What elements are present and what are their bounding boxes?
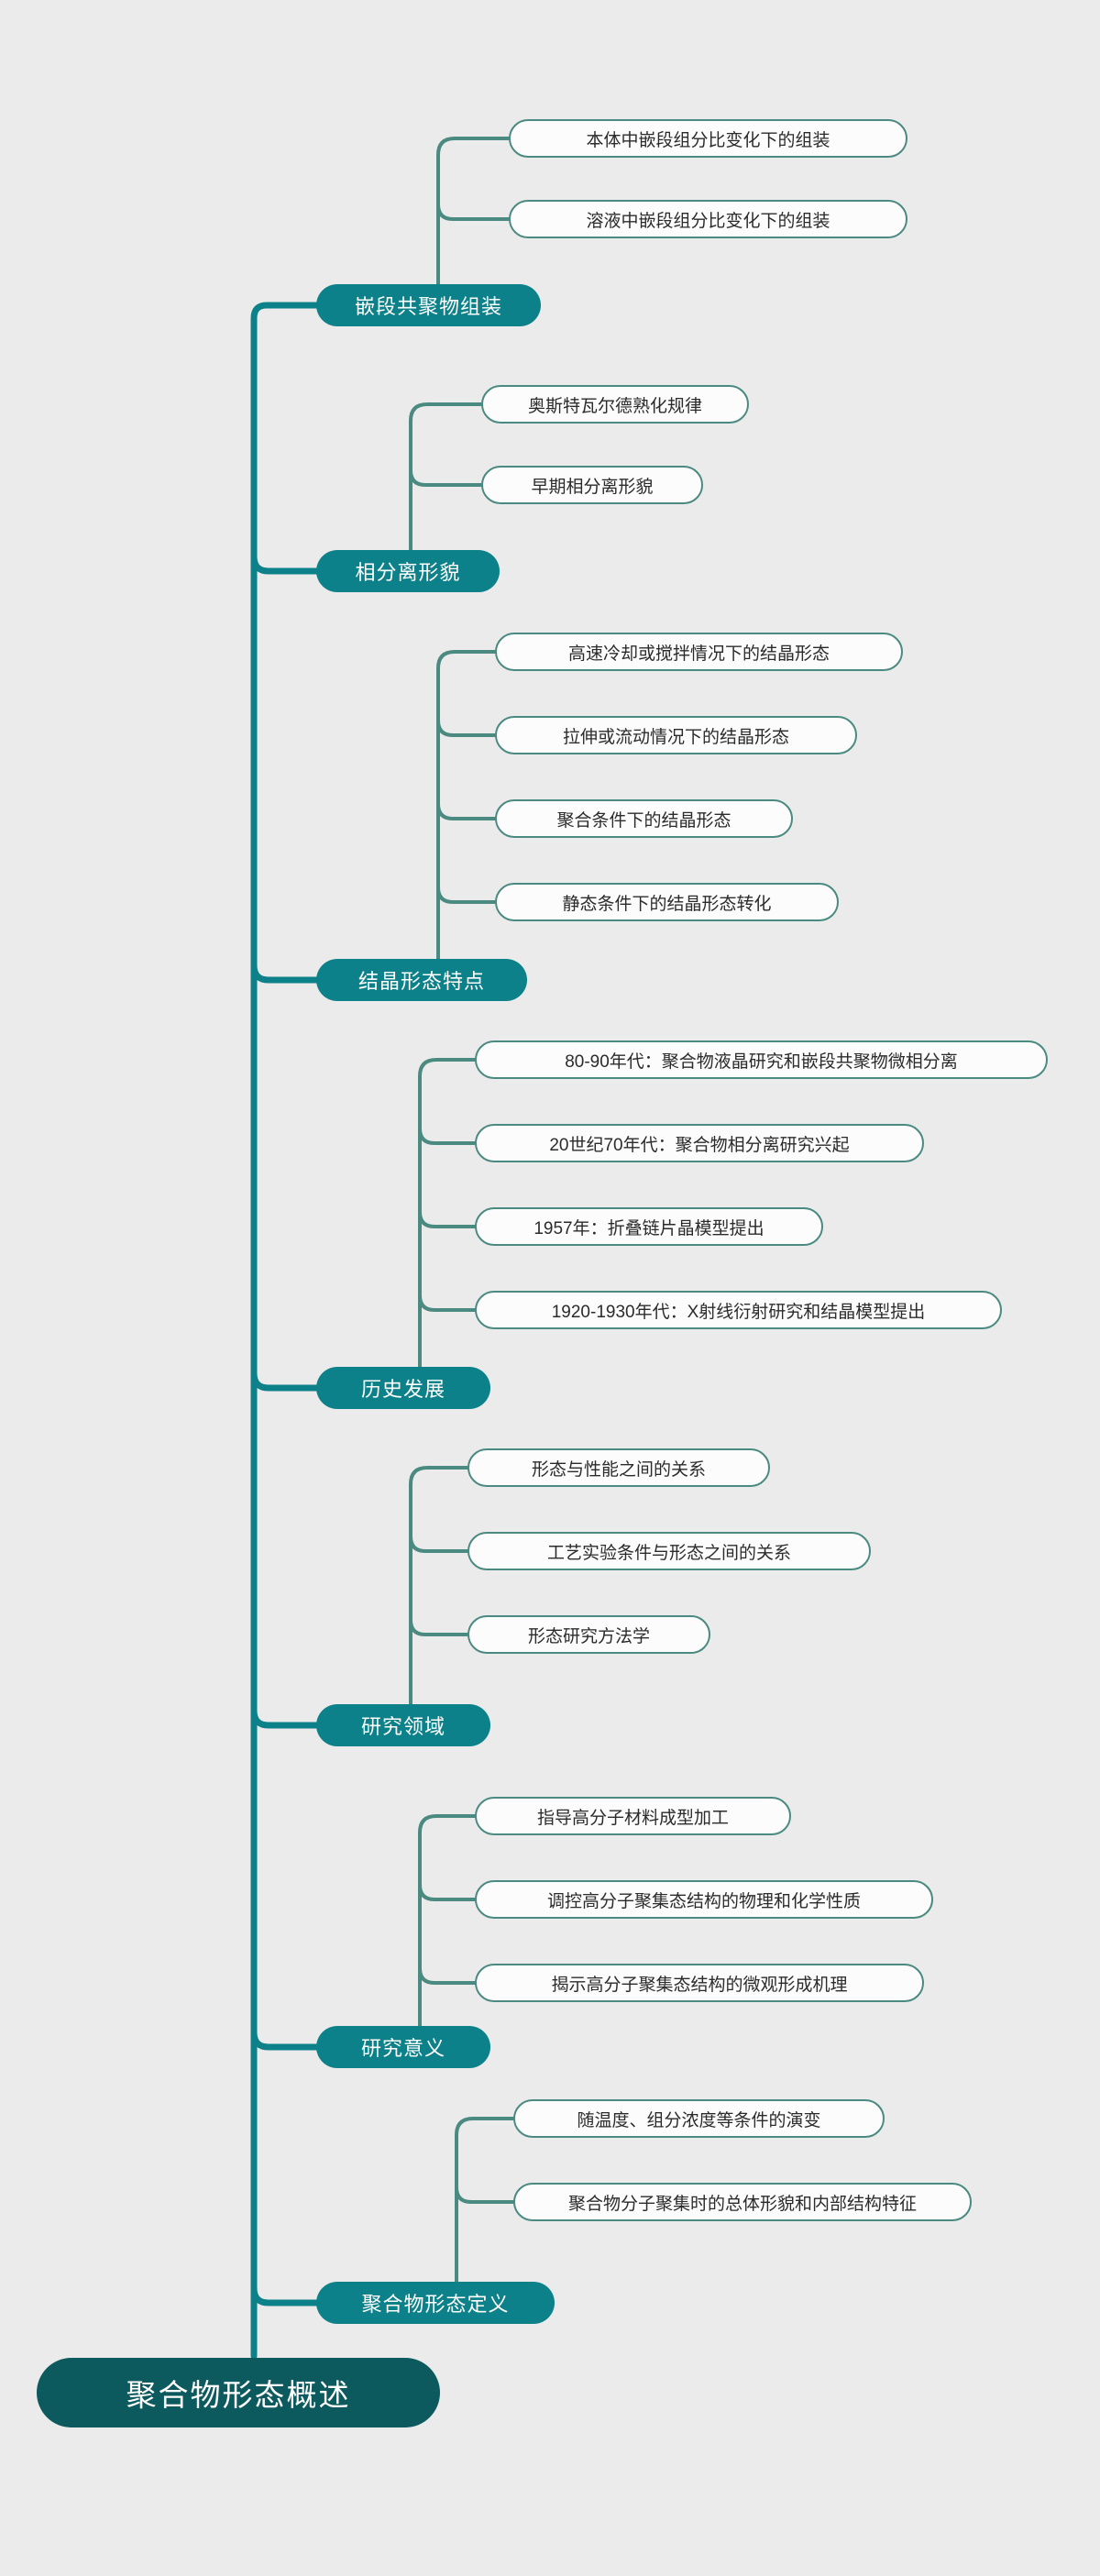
- leaf-node-3-1-label: 20世纪70年代：聚合物相分离研究兴起: [549, 1135, 850, 1155]
- leaf-node-6-0-label: 随温度、组分浓度等条件的演变: [577, 2110, 821, 2130]
- connector-line: [409, 468, 485, 487]
- leaf-node-2-3[interactable]: 静态条件下的结晶形态转化: [495, 883, 839, 921]
- branch-node-3-label: 历史发展: [360, 1378, 446, 1401]
- leaf-node-6-1-label: 聚合物分子聚集时的总体形貌和内部结构特征: [567, 2194, 917, 2214]
- connector-line: [436, 886, 499, 904]
- leaf-node-6-0[interactable]: 随温度、组分浓度等条件的演变: [513, 2099, 885, 2138]
- leaf-node-6-1[interactable]: 聚合物分子聚集时的总体形貌和内部结构特征: [513, 2183, 972, 2221]
- leaf-node-2-0-label: 高速冷却或搅拌情况下的结晶形态: [567, 644, 830, 664]
- leaf-node-3-2-label: 1957年：折叠链片晶模型提出: [534, 1218, 764, 1238]
- connector-line: [436, 719, 499, 737]
- branch-node-4[interactable]: 研究领域: [316, 1704, 490, 1746]
- leaf-node-4-2-label: 形态研究方法学: [527, 1626, 650, 1646]
- connector-line: [250, 1370, 321, 1392]
- leaf-node-4-0-label: 形态与性能之间的关系: [531, 1459, 706, 1480]
- leaf-node-5-1-label: 调控高分子聚集态结构的物理和化学性质: [546, 1891, 861, 1911]
- branch-node-5-label: 研究意义: [360, 2037, 446, 2060]
- connector-line: [418, 1814, 478, 2030]
- connector-line: [250, 2284, 321, 2306]
- leaf-node-5-2[interactable]: 揭示高分子聚集态结构的微观形成机理: [475, 1964, 924, 2002]
- leaf-node-3-2[interactable]: 1957年：折叠链片晶模型提出: [475, 1207, 823, 1246]
- leaf-node-3-3[interactable]: 1920-1930年代：X射线衍射研究和结晶模型提出: [475, 1291, 1002, 1329]
- leaf-node-1-1-label: 早期相分离形貌: [531, 477, 654, 497]
- leaf-node-4-1[interactable]: 工艺实验条件与形态之间的关系: [468, 1532, 871, 1570]
- connector-line: [436, 203, 512, 221]
- leaf-node-2-2-label: 聚合条件下的结晶形态: [556, 810, 732, 831]
- leaf-node-3-3-label: 1920-1930年代：X射线衍射研究和结晶模型提出: [551, 1302, 926, 1322]
- leaf-node-3-0-label: 80-90年代：聚合物液晶研究和嵌段共聚物微相分离: [565, 1051, 958, 1072]
- root-node[interactable]: 聚合物形态概述: [37, 2358, 440, 2427]
- leaf-node-2-1[interactable]: 拉伸或流动情况下的结晶形态: [495, 716, 857, 754]
- leaf-node-1-0[interactable]: 奥斯特瓦尔德熟化规律: [481, 385, 749, 424]
- branch-node-1[interactable]: 相分离形貌: [316, 550, 500, 592]
- leaf-node-4-0[interactable]: 形态与性能之间的关系: [468, 1448, 770, 1487]
- branch-node-3[interactable]: 历史发展: [316, 1367, 490, 1409]
- branch-node-0[interactable]: 嵌段共聚物组装: [316, 284, 541, 326]
- leaf-node-3-0[interactable]: 80-90年代：聚合物液晶研究和嵌段共聚物微相分离: [475, 1040, 1048, 1079]
- leaf-node-1-1[interactable]: 早期相分离形貌: [481, 466, 703, 504]
- branch-node-2-label: 结晶形态特点: [358, 970, 485, 993]
- connector-line: [250, 2029, 321, 2051]
- connector-line: [436, 802, 499, 820]
- connector-line: [418, 1883, 478, 1901]
- leaf-node-0-0-label: 本体中嵌段组分比变化下的组装: [586, 130, 830, 150]
- connector-line: [418, 1127, 478, 1145]
- connector-line: [250, 1707, 321, 1729]
- leaf-node-3-1[interactable]: 20世纪70年代：聚合物相分离研究兴起: [475, 1124, 924, 1162]
- connector-line: [409, 1535, 471, 1553]
- connector-line: [409, 402, 485, 554]
- connector-line: [250, 302, 321, 2360]
- root-node-label: 聚合物形态概述: [126, 2378, 351, 2412]
- leaf-node-5-0-label: 指导高分子材料成型加工: [536, 1808, 729, 1828]
- branch-node-0-label: 嵌段共聚物组装: [354, 295, 502, 318]
- leaf-node-5-2-label: 揭示高分子聚集态结构的微观形成机理: [551, 1975, 848, 1995]
- connector-line: [250, 553, 321, 575]
- leaf-node-4-1-label: 工艺实验条件与形态之间的关系: [546, 1543, 791, 1563]
- connector-line: [418, 1210, 478, 1228]
- connector-line: [418, 1294, 478, 1312]
- connector-line: [409, 1466, 471, 1708]
- connector-line: [436, 137, 512, 288]
- leaf-node-2-2[interactable]: 聚合条件下的结晶形态: [495, 799, 793, 838]
- leaf-node-2-3-label: 静态条件下的结晶形态转化: [562, 894, 772, 914]
- connector-line: [418, 1966, 478, 1985]
- branch-node-6-label: 聚合物形态定义: [361, 2293, 510, 2316]
- connector-line: [418, 1058, 478, 1371]
- connector-line: [250, 962, 321, 984]
- connector-line: [455, 2185, 517, 2204]
- branch-node-5[interactable]: 研究意义: [316, 2026, 490, 2068]
- branch-node-1-label: 相分离形貌: [355, 561, 461, 584]
- leaf-node-0-1[interactable]: 溶液中嵌段组分比变化下的组装: [509, 200, 908, 238]
- branch-node-4-label: 研究领域: [360, 1715, 446, 1738]
- branch-node-6[interactable]: 聚合物形态定义: [316, 2282, 555, 2324]
- leaf-node-0-1-label: 溶液中嵌段组分比变化下的组装: [586, 211, 830, 231]
- leaf-node-2-1-label: 拉伸或流动情况下的结晶形态: [562, 727, 789, 747]
- leaf-node-5-0[interactable]: 指导高分子材料成型加工: [475, 1797, 791, 1835]
- leaf-node-5-1[interactable]: 调控高分子聚集态结构的物理和化学性质: [475, 1880, 933, 1919]
- leaf-node-1-0-label: 奥斯特瓦尔德熟化规律: [527, 396, 702, 416]
- leaf-node-2-0[interactable]: 高速冷却或搅拌情况下的结晶形态: [495, 633, 903, 671]
- connector-line: [409, 1618, 471, 1636]
- leaf-node-0-0[interactable]: 本体中嵌段组分比变化下的组装: [509, 119, 908, 158]
- connector-line: [455, 2117, 517, 2285]
- connector-line: [436, 650, 499, 963]
- branch-node-2[interactable]: 结晶形态特点: [316, 959, 527, 1001]
- leaf-node-4-2[interactable]: 形态研究方法学: [468, 1615, 710, 1654]
